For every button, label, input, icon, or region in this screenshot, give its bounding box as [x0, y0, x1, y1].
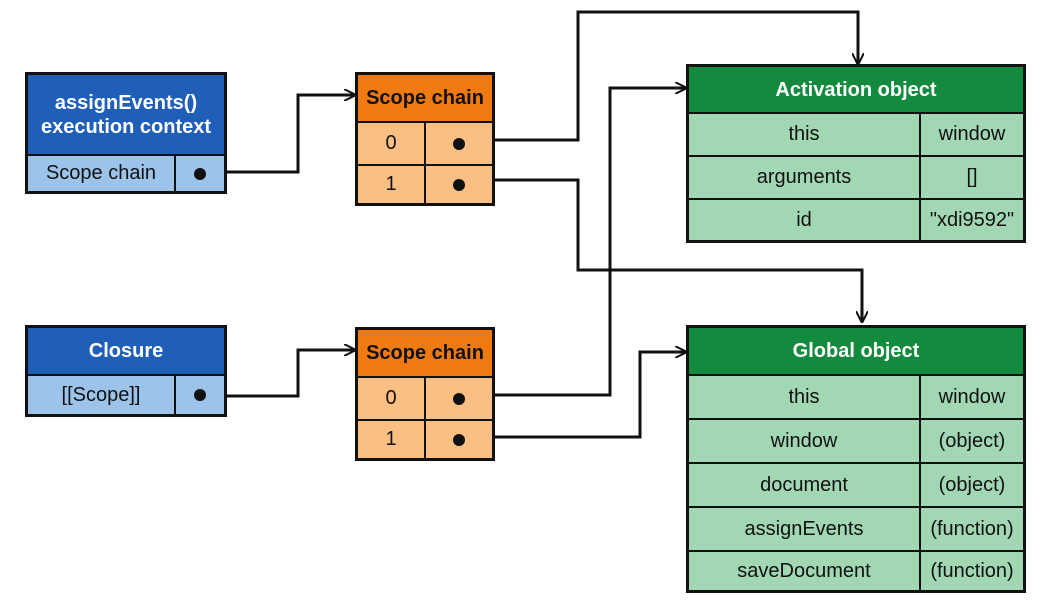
property-name: id — [689, 200, 921, 240]
global-object-row: document (object) — [689, 462, 1023, 506]
scope-chain-row: 1 — [358, 164, 492, 203]
property-name: this — [689, 114, 921, 155]
property-name: window — [689, 420, 921, 462]
scope-chain-index: 1 — [358, 166, 426, 203]
scope-chain-index: 0 — [358, 123, 426, 164]
pointer-dot — [453, 178, 465, 191]
pointer-dot — [453, 392, 465, 405]
closure-row: [[Scope]] — [28, 374, 224, 414]
scope-chain-box-bottom: Scope chain 0 1 — [355, 327, 495, 461]
property-name: saveDocument — [689, 552, 921, 590]
pointer-cell — [426, 123, 492, 164]
pointer-cell — [426, 166, 492, 203]
pointer-cell — [176, 156, 224, 191]
property-value: [] — [966, 166, 978, 188]
pointer-cell — [176, 376, 224, 414]
arrow-bottom-1-to-global — [455, 352, 686, 439]
property-value: (object) — [938, 429, 1006, 452]
arrow-top-0-to-activation — [455, 10, 858, 142]
property-value: window — [938, 385, 1006, 408]
pointer-cell — [426, 421, 492, 458]
property-value: (function) — [930, 517, 1014, 540]
global-object-row: assignEvents (function) — [689, 506, 1023, 550]
property-name: this — [689, 376, 921, 418]
execution-context-box: assignEvents() execution context Scope c… — [25, 72, 227, 194]
global-object-row: window (object) — [689, 418, 1023, 462]
scope-chain-index: 0 — [358, 378, 426, 419]
property-name: arguments — [689, 157, 921, 198]
pointer-dot — [453, 137, 465, 150]
scope-chain-row: 0 — [358, 376, 492, 419]
property-name: document — [689, 464, 921, 506]
pointer-dot — [194, 389, 206, 401]
scope-chain-row: 1 — [358, 419, 492, 458]
pointer-dot — [194, 167, 206, 180]
property-value: (function) — [930, 559, 1014, 582]
property-value: (object) — [938, 473, 1006, 496]
global-object-row: saveDocument (function) — [689, 550, 1023, 590]
scope-chain-row: 0 — [358, 121, 492, 164]
scope-chain-box-top: Scope chain 0 1 — [355, 72, 495, 206]
closure-header: Closure — [28, 328, 224, 374]
global-object-box: Global object this window window (object… — [686, 325, 1026, 593]
activation-object-row: arguments [] — [689, 155, 1023, 198]
arrow-closure-to-scope-chain — [198, 350, 355, 398]
scope-chain-header-bottom: Scope chain — [358, 330, 492, 376]
closure-box: Closure [[Scope]] — [25, 325, 227, 417]
activation-object-row: id "xdi9592" — [689, 198, 1023, 240]
scope-chain-header-top: Scope chain — [358, 75, 492, 121]
global-object-header: Global object — [689, 328, 1023, 374]
arrow-context-to-scope-chain — [198, 95, 355, 174]
activation-object-header: Activation object — [689, 67, 1023, 112]
pointer-cell — [426, 378, 492, 419]
execution-context-row-label: Scope chain — [28, 156, 176, 191]
execution-context-title-line1: assignEvents() — [54, 91, 198, 114]
arrow-bottom-0-to-activation — [455, 88, 686, 397]
property-name: assignEvents — [689, 508, 921, 550]
pointer-dot — [453, 433, 465, 446]
arrow-top-1-to-global — [455, 178, 862, 322]
scope-chain-index: 1 — [358, 421, 426, 458]
activation-object-row: this window — [689, 112, 1023, 155]
property-value: "xdi9592" — [929, 208, 1015, 231]
execution-context-row: Scope chain — [28, 154, 224, 191]
global-object-row: this window — [689, 374, 1023, 418]
activation-object-box: Activation object this window arguments … — [686, 64, 1026, 243]
execution-context-title-line2: execution context — [40, 115, 212, 138]
closure-row-label: [[Scope]] — [28, 376, 176, 414]
property-value: window — [938, 123, 1006, 145]
execution-context-header: assignEvents() execution context — [28, 75, 224, 154]
